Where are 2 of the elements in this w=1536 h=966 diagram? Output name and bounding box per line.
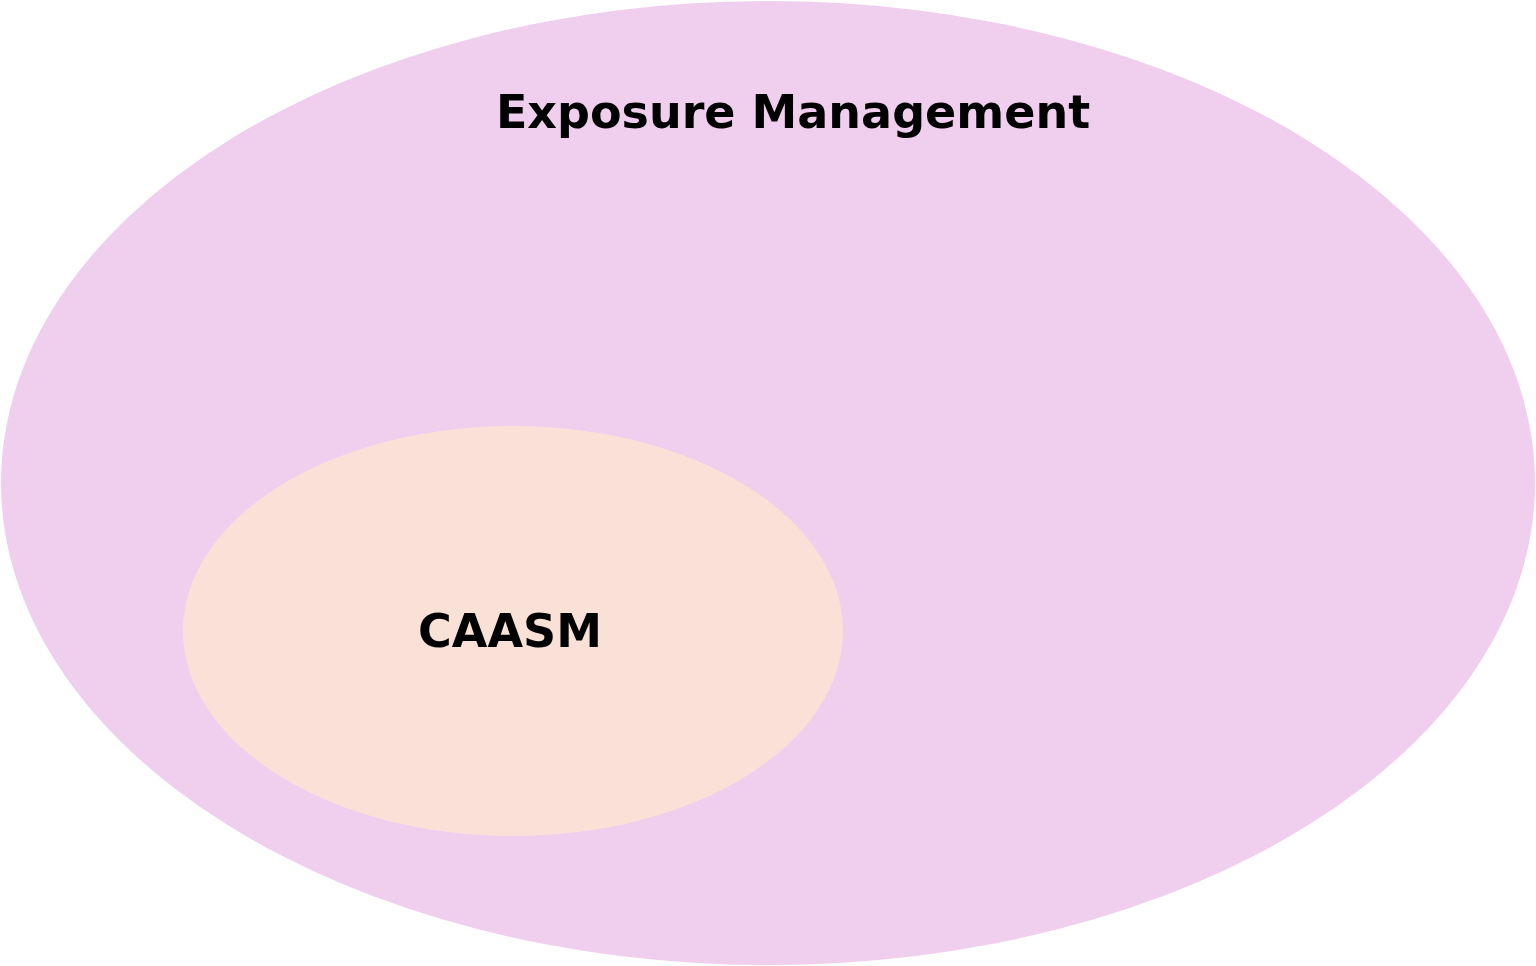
set-label: CAASM	[418, 604, 602, 658]
set-label: Exposure Management	[495, 85, 1091, 139]
